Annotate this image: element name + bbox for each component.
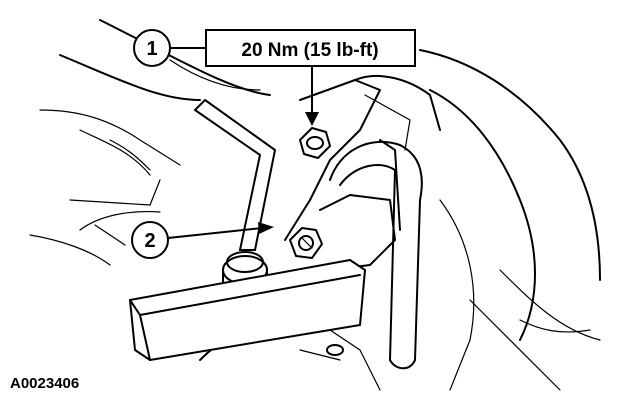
callout-2: 2 bbox=[131, 221, 274, 259]
vertical-rod bbox=[329, 140, 423, 370]
callout-1: 1 20 Nm (15 lb-ft) bbox=[133, 29, 416, 126]
callout-1-arrowhead bbox=[305, 112, 319, 126]
bolt-1 bbox=[299, 127, 331, 159]
callout-2-arrowhead bbox=[258, 222, 274, 234]
engine-outline bbox=[29, 19, 601, 391]
callout-2-leader bbox=[167, 227, 263, 239]
crossmember bbox=[129, 259, 366, 361]
callout-1-number: 1 bbox=[146, 38, 157, 60]
torque-spec-label: 20 Nm (15 lb-ft) bbox=[241, 40, 378, 61]
torque-box bbox=[205, 29, 416, 67]
mounting-bracket bbox=[284, 74, 441, 271]
callout-2-number: 2 bbox=[144, 230, 155, 252]
figure-id: A0023406 bbox=[10, 375, 79, 392]
nut-2 bbox=[289, 227, 323, 259]
bent-tube bbox=[194, 99, 276, 251]
callout-2-circle bbox=[131, 221, 169, 259]
